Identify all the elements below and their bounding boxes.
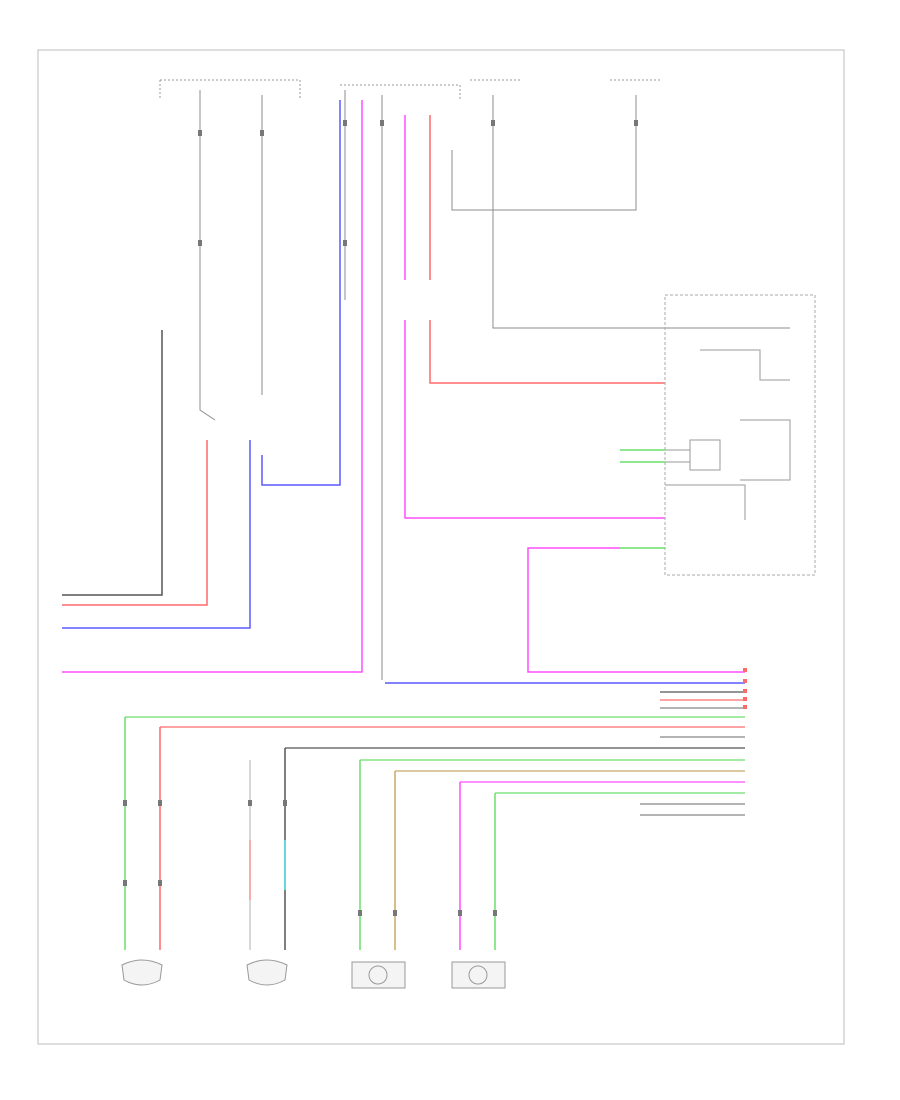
meter-internals [665,349,791,520]
speed-sensor-front-left [246,959,288,986]
actuator-connector-lines [125,691,745,816]
speed-sensor-front-right [121,959,163,986]
wire-black-left [62,330,163,596]
wire-red-left [62,440,208,606]
wire-pink-meter [404,115,665,519]
diagram-frame [37,49,845,1045]
top-fuse-bus [159,79,660,100]
speed-sensor-rear-left [451,961,506,989]
fuse-feed-wires [199,90,790,680]
speed-sensor-rear-right [351,961,406,989]
sensor-wires [124,717,496,950]
wire-pink-long [62,100,363,673]
wire-red-meter [429,115,665,384]
wire-pink-actuator [527,547,745,673]
combination-meter-box [664,294,816,576]
connector-markers [123,120,638,916]
wire-blue-left [62,440,251,629]
actuator-pins [743,668,747,709]
wire-blue-relay [261,100,341,486]
